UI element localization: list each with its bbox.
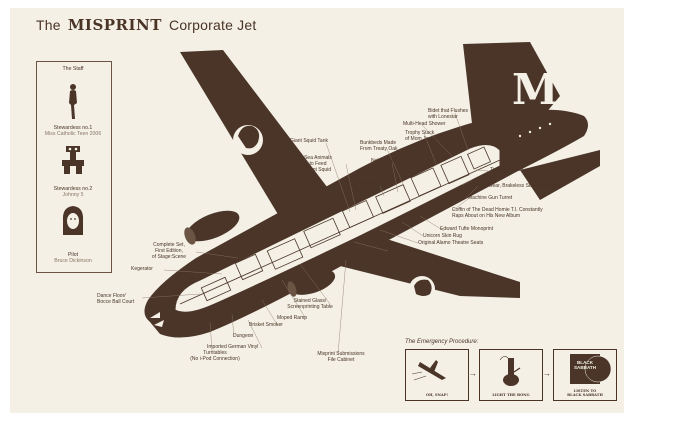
emergency-step-3-caption: LISTEN TO BLACK SABBATH <box>567 388 603 397</box>
robot-figure <box>62 146 84 174</box>
staff-name-3: Bruce Dickinson <box>54 258 92 264</box>
emergency-step-3: BLACK SABBATH LISTEN TO BLACK SABBATH <box>553 349 617 401</box>
label-brisket-smoker: Brisket Smoker <box>249 322 283 328</box>
label-dungeon: Dungeon <box>233 333 254 339</box>
label-vneck-loom: V-Neck Loom <box>388 248 419 254</box>
label-bidet: Bidet that Flushes with Lonestar <box>428 108 469 120</box>
label-dance-floor: Dance Floor/ Bocce Ball Court <box>97 293 135 305</box>
staff-heading: The Staff <box>62 66 84 72</box>
label-german-vinyl: Imported German Vinyl <box>207 344 259 350</box>
window-row <box>518 122 552 138</box>
staff-name-2: Johnny 5 <box>62 192 84 198</box>
arrow-icon: → <box>543 369 551 378</box>
cockpit-windows <box>150 312 164 327</box>
upper-wing-portrait <box>233 125 263 155</box>
stewardess-1-figure <box>69 84 77 119</box>
tail-logo: M <box>512 65 559 114</box>
pilot-portrait <box>62 206 84 235</box>
tail-stabilizer <box>520 150 600 200</box>
label-stationary-bike: Fixed Gear, Brakeless Stationary Bike <box>475 183 560 189</box>
record-label: BLACK SABBATH <box>573 360 597 370</box>
label-beehive: Beehive <box>361 180 380 186</box>
lower-wing-portrait <box>409 276 435 302</box>
bong-icon <box>499 356 521 386</box>
falling-jet-icon <box>411 360 446 381</box>
staff-role-3: Pilot <box>67 252 79 258</box>
title-suffix: Corporate Jet <box>169 17 257 33</box>
page-title: The MISPRINT Corporate Jet <box>36 16 256 34</box>
title-brand: MISPRINT <box>67 16 162 34</box>
label-tissues-lotion: Tissues, Lotion <box>490 167 524 173</box>
label-nelson-clock: Nelson Clock <box>371 158 401 164</box>
label-unicorn-rug: Unicorn Skin Rug <box>423 233 462 239</box>
label-machine-gun-turret: Machine Gun Turret <box>468 195 513 201</box>
leader-lines <box>141 112 489 355</box>
staff-figures <box>62 84 84 235</box>
emergency-title: The Emergency Procedure: <box>405 339 479 345</box>
label-alamo-seats: Original Alamo Theatre Seats <box>418 240 484 246</box>
staff-name-1: Miss Catholic Teen 2006 <box>44 131 102 137</box>
label-stage-scene: Complete Set, First Edition, of Stage:Sc… <box>151 242 187 260</box>
label-stained-glass: Stained Glass/ Screenprinting Table <box>287 298 333 310</box>
label-kegerator: Kegerator <box>131 266 153 272</box>
label-giant-squid-tank: Giant Squid Tank <box>290 138 328 144</box>
label-trophy-stack: Trophy Stack of Mom Jeans <box>405 130 437 142</box>
title-prefix: The <box>36 17 61 33</box>
emergency-step-2: LIGHT THE BONG <box>479 349 543 401</box>
label-coffin: Coffin of The Dead Homie T.I. Constantly… <box>452 207 543 219</box>
label-bunkbeds: Bunkbeds Made From Treaty Oak <box>360 140 398 152</box>
label-sea-animals: Sea Animals to Feed Giant Squid <box>304 155 332 173</box>
emergency-step-1: OH, SNAP! <box>405 349 469 401</box>
emergency-procedure: The Emergency Procedure: OH, SNAP! → LIG… <box>405 339 617 401</box>
staff-panel <box>36 61 112 273</box>
label-turntables: Turntables (No i-Pod Connection) <box>190 350 240 362</box>
staff-role-2: Stewardess no.2 <box>53 186 93 192</box>
emergency-step-2-caption: LIGHT THE BONG <box>492 392 530 397</box>
lower-wing <box>300 232 520 298</box>
cutaway-floor <box>179 159 501 305</box>
staff-role-1: Stewardess no.1 <box>53 125 93 131</box>
record-icon <box>570 354 612 384</box>
label-moped-ramp: Moped Ramp <box>277 315 308 321</box>
label-file-cabinet: Misprint Submissions File Cabinet <box>317 351 365 363</box>
arrow-icon: → <box>469 369 477 378</box>
interior-props <box>200 146 492 302</box>
label-tufte-monoprint: Edward Tufte Monoprint <box>440 226 494 232</box>
emergency-step-1-caption: OH, SNAP! <box>426 392 448 397</box>
left-engine <box>184 210 240 245</box>
label-multihead-shower: Multi-Head Shower <box>403 121 446 127</box>
